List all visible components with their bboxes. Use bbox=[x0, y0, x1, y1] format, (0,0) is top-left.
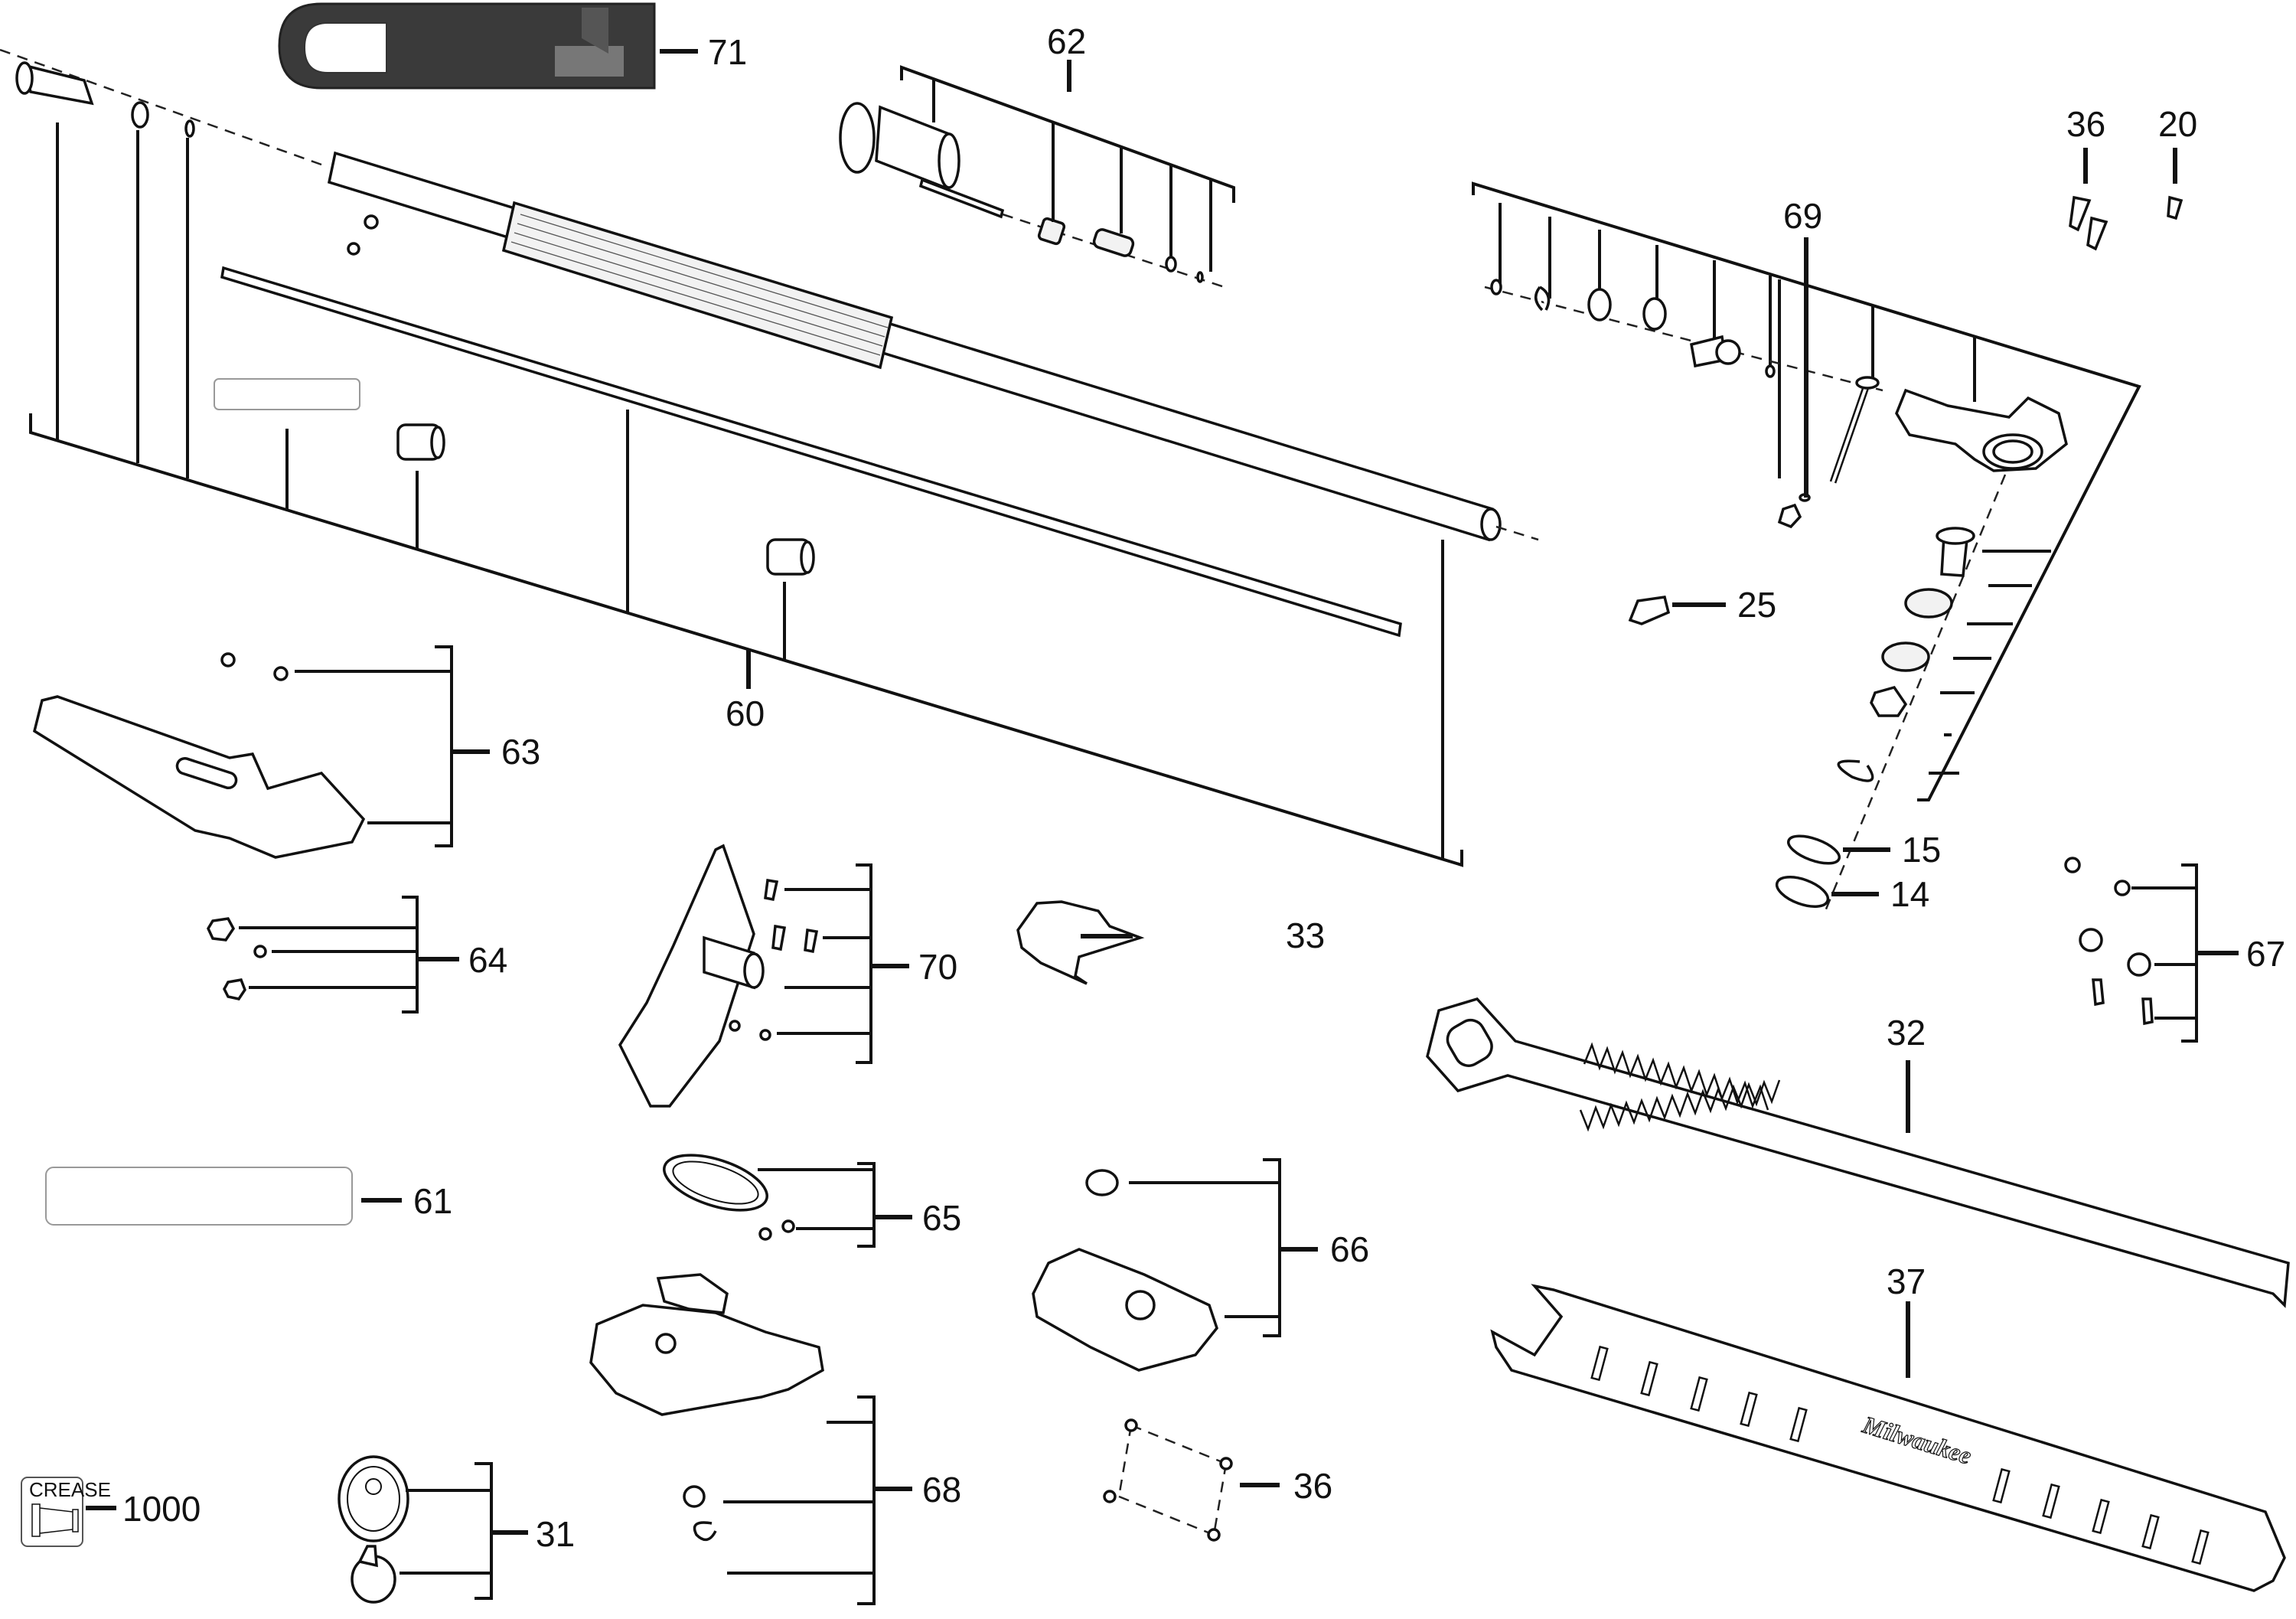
part-36-screw-set[interactable] bbox=[1103, 1418, 1233, 1542]
bracket-63 bbox=[295, 645, 453, 847]
bracket-60 bbox=[29, 122, 1463, 867]
part-62-nut[interactable] bbox=[1037, 217, 1066, 246]
part-64-nuts[interactable] bbox=[207, 917, 267, 1000]
part-65-clamp[interactable] bbox=[657, 1144, 795, 1241]
callout-15: 15 bbox=[1902, 830, 1941, 870]
callout-31: 31 bbox=[536, 1514, 575, 1554]
grease-icon-text: CREASE bbox=[29, 1478, 111, 1501]
callout-33: 33 bbox=[1286, 916, 1325, 955]
bracket-68 bbox=[723, 1395, 876, 1605]
label-placeholder bbox=[214, 378, 360, 410]
callout-32: 32 bbox=[1887, 1013, 1926, 1053]
callout-67: 67 bbox=[2246, 934, 2285, 974]
callout-14: 14 bbox=[1890, 874, 1929, 914]
callout-25: 25 bbox=[1737, 585, 1776, 625]
bracket-62 bbox=[900, 65, 1235, 272]
grease-icon[interactable]: CREASE bbox=[21, 1477, 111, 1547]
callout-20: 20 bbox=[2158, 104, 2197, 144]
part-outer-tube[interactable] bbox=[327, 151, 1502, 542]
callout-63: 63 bbox=[501, 732, 540, 772]
part-69-bearing[interactable] bbox=[1642, 297, 1667, 331]
callout-61: 61 bbox=[413, 1181, 452, 1221]
bracket-65 bbox=[758, 1162, 876, 1248]
part-37-sheath[interactable]: Milwaukee bbox=[1490, 1284, 2286, 1592]
part-69-nut[interactable] bbox=[1777, 503, 1802, 529]
part-69-gear[interactable] bbox=[1870, 685, 1908, 717]
callout-37: 37 bbox=[1887, 1262, 1926, 1301]
part-69-bearing[interactable] bbox=[1587, 288, 1612, 322]
callout-62: 62 bbox=[1047, 21, 1086, 61]
part-67-hardware[interactable] bbox=[2064, 857, 2154, 1026]
part-62-coupler[interactable] bbox=[839, 102, 1005, 219]
callout-69: 69 bbox=[1783, 196, 1822, 236]
part-69-housing[interactable] bbox=[1895, 388, 2068, 472]
part-washer[interactable] bbox=[131, 101, 149, 129]
part-69-circlip[interactable] bbox=[1837, 759, 1874, 782]
bracket-70 bbox=[777, 863, 872, 1064]
part-33-gasket[interactable] bbox=[1016, 900, 1145, 985]
callout-66: 66 bbox=[1330, 1229, 1369, 1269]
callout-36-top: 36 bbox=[2066, 104, 2105, 144]
part-drive-shaft[interactable] bbox=[220, 266, 1402, 638]
part-68-circlip[interactable] bbox=[693, 1521, 717, 1542]
part-31-pinion[interactable] bbox=[351, 1545, 396, 1604]
part-63-screw[interactable] bbox=[273, 666, 289, 681]
bracket-64 bbox=[239, 896, 419, 1014]
callout-1000: 1000 bbox=[122, 1489, 201, 1529]
part-63-screw[interactable] bbox=[220, 652, 236, 668]
part-70-screws[interactable] bbox=[729, 878, 819, 1041]
callout-60: 60 bbox=[726, 694, 765, 733]
part-screw-small[interactable] bbox=[347, 242, 360, 256]
part-61-label[interactable] bbox=[45, 1167, 353, 1226]
part-68-bearing[interactable] bbox=[683, 1485, 706, 1508]
part-62-ring[interactable] bbox=[1165, 256, 1177, 273]
part-69-bearing[interactable] bbox=[1881, 641, 1930, 672]
part-end-cap[interactable] bbox=[15, 61, 94, 106]
part-69-shaft-bushing[interactable] bbox=[1936, 527, 1975, 577]
part-69-oring[interactable] bbox=[1765, 364, 1776, 378]
part-69-bearing[interactable] bbox=[1904, 588, 1953, 619]
part-69-pin[interactable] bbox=[1829, 376, 1880, 484]
callout-70: 70 bbox=[918, 947, 957, 987]
bracket-31 bbox=[400, 1462, 493, 1600]
part-31-gear[interactable] bbox=[338, 1455, 409, 1542]
part-70-guard[interactable] bbox=[618, 844, 765, 1108]
callout-36-bottom: 36 bbox=[1293, 1466, 1332, 1506]
part-screw-small[interactable] bbox=[364, 214, 379, 230]
part-63-handle[interactable] bbox=[32, 695, 366, 859]
part-69-pinion[interactable] bbox=[1689, 335, 1741, 368]
part-bushing[interactable] bbox=[766, 538, 815, 576]
part-69-snap-ring[interactable] bbox=[1534, 286, 1551, 312]
part-20-screw[interactable] bbox=[2167, 195, 2183, 220]
part-retaining-ring[interactable] bbox=[184, 119, 195, 138]
part-25-clip[interactable] bbox=[1628, 596, 1671, 625]
callout-68: 68 bbox=[922, 1470, 961, 1510]
part-69-clip[interactable] bbox=[1490, 279, 1502, 295]
callout-64: 64 bbox=[468, 940, 507, 980]
part-62-spring[interactable] bbox=[1092, 228, 1135, 257]
part-68-gear-case[interactable] bbox=[589, 1273, 824, 1416]
part-bushing[interactable] bbox=[396, 423, 445, 461]
part-15-oring[interactable] bbox=[1785, 831, 1842, 869]
part-66-cover[interactable] bbox=[1032, 1169, 1218, 1372]
part-32-blade[interactable] bbox=[1426, 997, 2290, 1308]
callout-65: 65 bbox=[922, 1198, 961, 1238]
part-14-seal[interactable] bbox=[1773, 871, 1832, 912]
callout-71: 71 bbox=[708, 32, 747, 72]
part-62-clip[interactable] bbox=[1196, 271, 1204, 283]
part-36-screws[interactable] bbox=[2069, 195, 2108, 251]
part-71-grip-cover[interactable] bbox=[278, 2, 656, 90]
